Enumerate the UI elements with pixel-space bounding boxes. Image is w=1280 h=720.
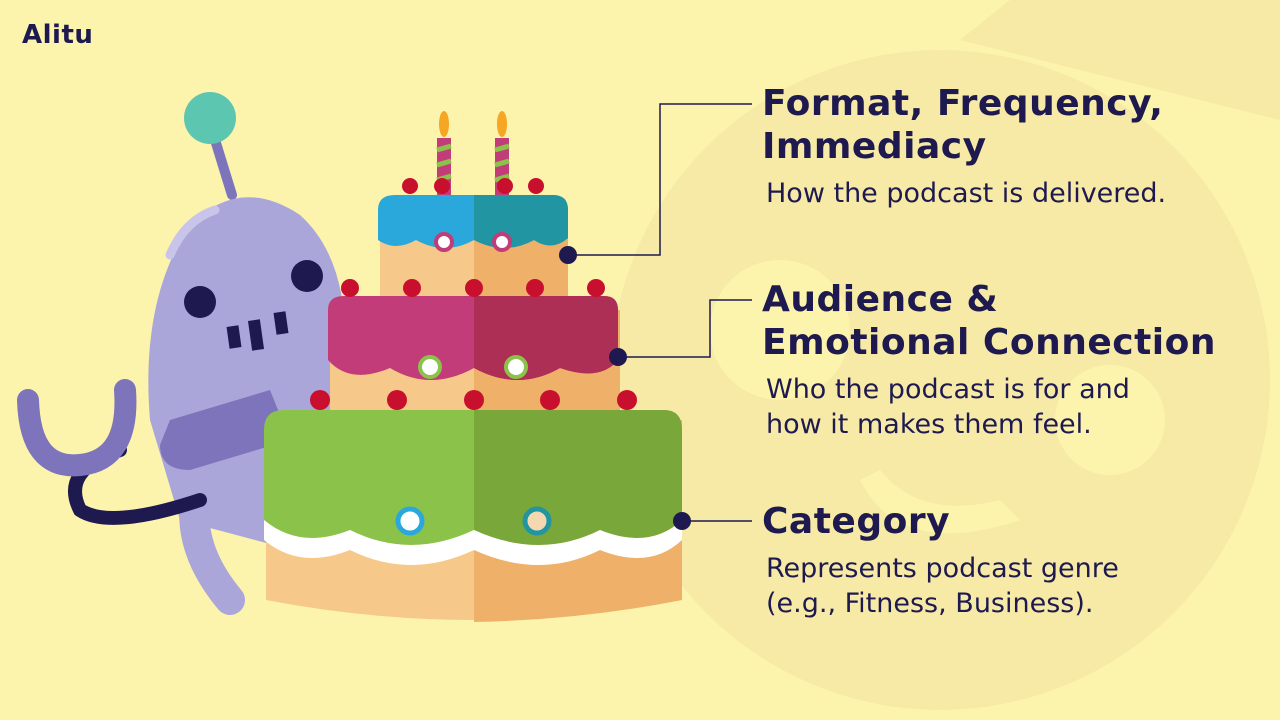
- layer-audience-description-line2: how it makes them feel.: [766, 409, 1092, 440]
- layer-format-title-line1: Format, Frequency,: [762, 83, 1164, 124]
- layer-format: Format, Frequency, Immediacy How the pod…: [762, 82, 1262, 211]
- layer-category: Category Represents podcast genre (e.g.,…: [762, 500, 1262, 621]
- cake: [264, 111, 682, 622]
- alitu-logo: Alitu: [22, 20, 94, 50]
- layer-audience-title: Audience & Emotional Connection: [762, 278, 1262, 364]
- layer-audience: Audience & Emotional Connection Who the …: [762, 278, 1262, 442]
- layer-audience-title-line2: Emotional Connection: [762, 322, 1216, 363]
- bottom-tier: [264, 390, 682, 622]
- top-tier: [378, 178, 568, 310]
- layer-audience-description-line1: Who the podcast is for and: [766, 374, 1130, 405]
- layer-format-title-line2: Immediacy: [762, 126, 987, 167]
- layer-audience-description: Who the podcast is for and how it makes …: [762, 372, 1262, 442]
- layer-format-description: How the podcast is delivered.: [762, 176, 1262, 211]
- layer-category-title: Category: [762, 500, 1262, 543]
- connectors: [559, 103, 752, 530]
- layer-category-description-line2: (e.g., Fitness, Business).: [766, 588, 1094, 619]
- layer-category-description: Represents podcast genre (e.g., Fitness,…: [762, 551, 1262, 621]
- layer-format-title: Format, Frequency, Immediacy: [762, 82, 1262, 168]
- layer-category-description-line1: Represents podcast genre: [766, 553, 1119, 584]
- layer-format-description-text: How the podcast is delivered.: [766, 178, 1167, 209]
- background-shapes: [610, 0, 1280, 710]
- layer-category-title-line1: Category: [762, 501, 951, 542]
- layer-audience-title-line1: Audience &: [762, 279, 999, 320]
